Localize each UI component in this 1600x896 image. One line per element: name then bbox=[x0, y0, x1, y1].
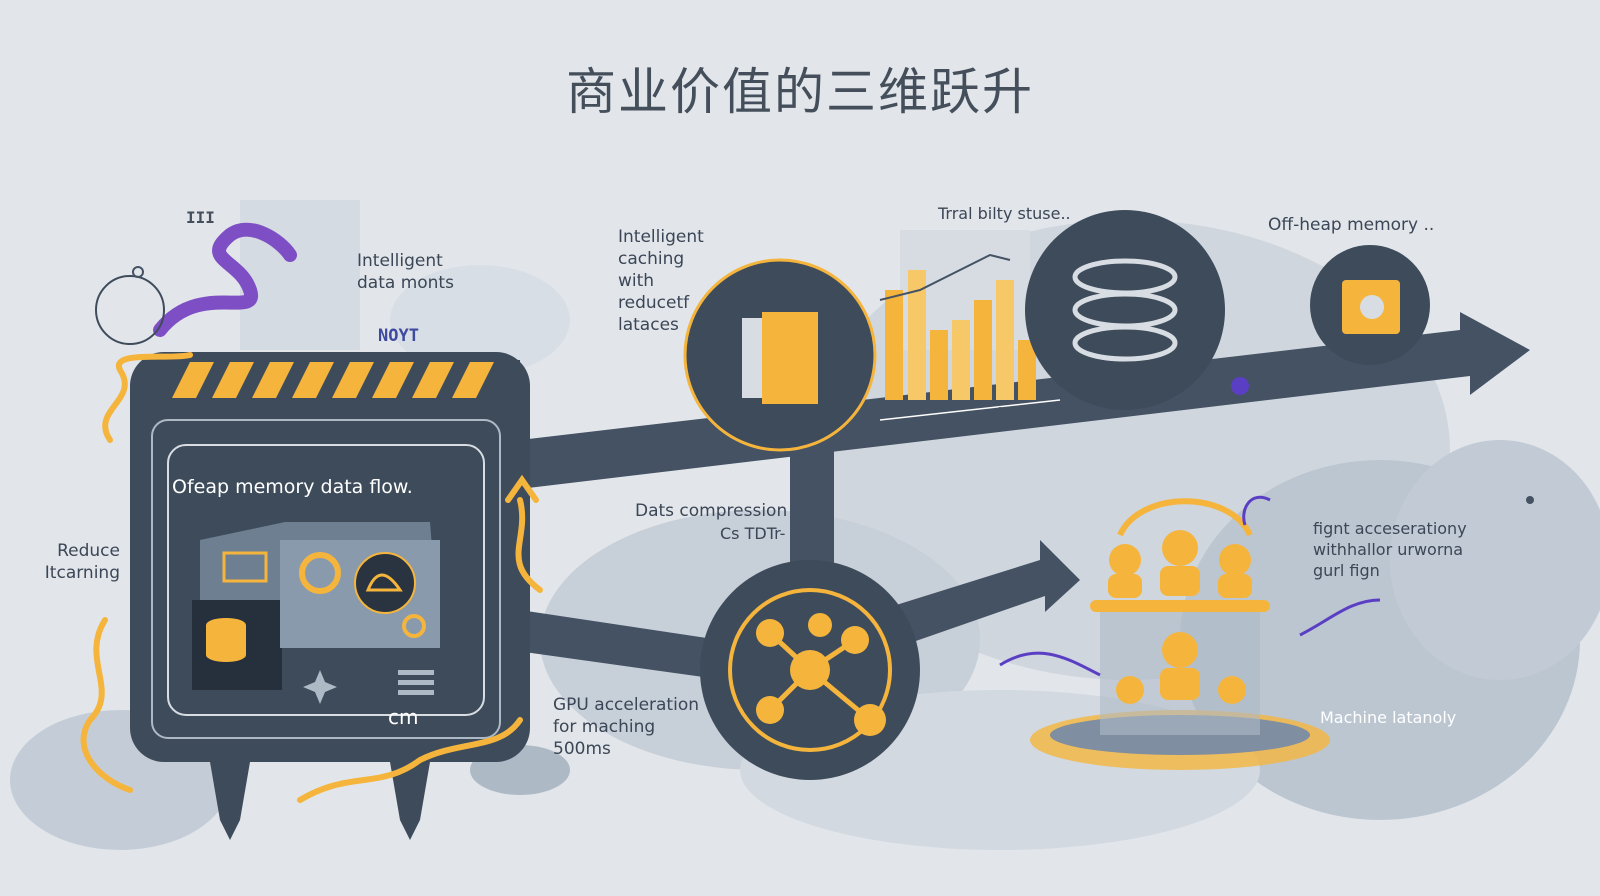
label-noyt: NOYT bbox=[378, 326, 419, 346]
label-compression-sub: Cs TDTr- bbox=[720, 524, 786, 543]
server-panel-icon bbox=[130, 352, 530, 840]
network-hub-icon bbox=[700, 560, 920, 780]
puzzle-node-icon bbox=[1310, 245, 1430, 365]
label-gpu-acceleration: GPU acceleration for maching 500ms bbox=[553, 695, 699, 760]
bar-chart-icon bbox=[879, 253, 1036, 400]
snake-icon bbox=[95, 222, 297, 345]
label-data-compression: Dats compression bbox=[635, 501, 788, 521]
label-traceability: Trral bilty stuse.. bbox=[938, 204, 1071, 223]
label-flight-acceleration: fignt acceserationy withhallor urworna g… bbox=[1313, 519, 1467, 580]
page-title: 商业价值的三维跃升 bbox=[566, 63, 1034, 121]
label-cm: cm bbox=[388, 705, 419, 729]
database-stack-icon bbox=[1025, 210, 1225, 410]
cube-node-icon bbox=[683, 258, 877, 452]
flow-squiggles bbox=[80, 352, 543, 803]
label-reduce-learning: Reduce Itcarning bbox=[44, 541, 120, 584]
label-intelligent-data-monts: Intelligent data monts bbox=[357, 251, 454, 294]
label-intelligent-caching: Intelligent caching with reducetf latace… bbox=[618, 227, 704, 336]
robot-array-icon bbox=[1030, 498, 1330, 770]
arrow-icon bbox=[999, 496, 1381, 677]
gear-icon bbox=[299, 552, 341, 594]
decor-dots bbox=[132, 266, 1534, 504]
label-panel-title: Ofeap memory data flow. bbox=[172, 476, 413, 498]
label-im: III bbox=[186, 208, 215, 227]
label-machine-latency: Machine latanoly bbox=[1320, 708, 1457, 727]
label-off-heap-memory: Off-heap memory .. bbox=[1268, 215, 1435, 235]
